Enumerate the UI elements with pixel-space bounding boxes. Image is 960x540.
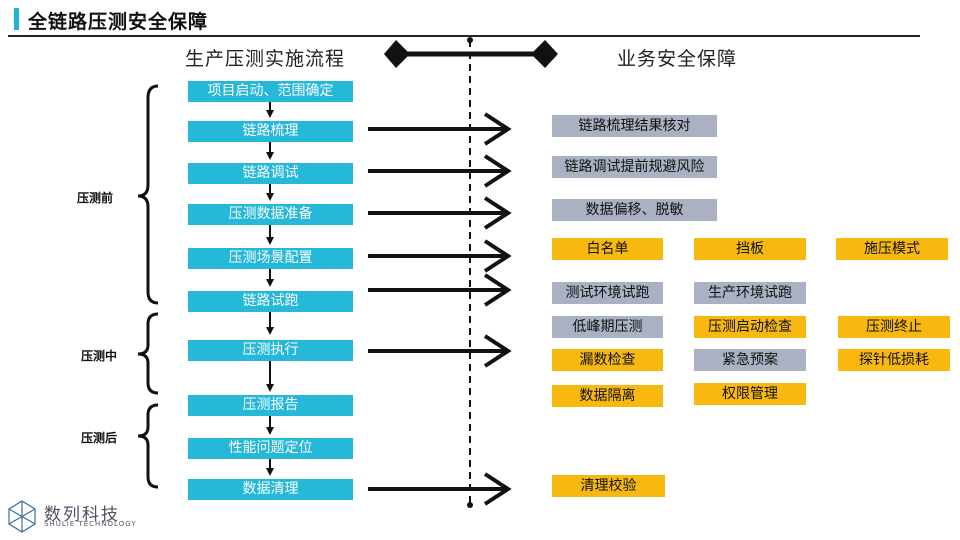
phase-label-after: 压测后: [81, 431, 118, 445]
title-divider: [8, 35, 920, 37]
security-arrows: [368, 112, 512, 506]
header-security: 业务安全保障: [617, 48, 738, 70]
tag-data-isolation: 数据隔离: [552, 385, 663, 407]
step-project-start: 项目启动、范围确定: [188, 81, 353, 102]
step-execute: 压测执行: [188, 340, 353, 361]
tag-terminate: 压测终止: [838, 316, 950, 338]
title-accent-bar: [14, 8, 19, 30]
step-link-debug: 链路调试: [188, 163, 353, 184]
tag-leak-check: 漏数检查: [552, 349, 663, 371]
step-link-review: 链路梳理: [188, 121, 353, 142]
tag-test-env-trial: 测试环境试跑: [552, 282, 663, 304]
phase-brackets: [137, 84, 159, 489]
tag-start-check: 压测启动检查: [694, 316, 806, 338]
phase-label-before: 压测前: [77, 191, 114, 205]
tag-data-masking: 数据偏移、脱敏: [552, 199, 717, 221]
step-data-prep: 压测数据准备: [188, 204, 353, 225]
tag-mock-baffle: 挡板: [694, 238, 806, 260]
logo-subtitle: SHULIE TECHNOLOGY: [44, 520, 137, 528]
step-data-cleanup: 数据清理: [188, 479, 353, 500]
page-title: 全链路压测安全保障: [28, 11, 209, 33]
logo-name: 数列科技: [44, 505, 120, 525]
step-trial-run: 链路试跑: [188, 291, 353, 312]
tag-whitelist: 白名单: [552, 238, 663, 260]
logo-mark: [8, 500, 36, 533]
tag-cleanup-verify: 清理校验: [552, 475, 665, 497]
header-process: 生产压测实施流程: [185, 48, 346, 70]
tag-permission-mgmt: 权限管理: [694, 383, 806, 405]
tag-emergency-plan: 紧急预案: [694, 349, 806, 371]
tag-prod-env-trial: 生产环境试跑: [694, 282, 806, 304]
step-report: 压测报告: [188, 395, 353, 416]
tag-debug-risk: 链路调试提前规避风险: [552, 156, 717, 178]
step-scenario-config: 压测场景配置: [188, 248, 353, 269]
tag-low-overhead-probe: 探针低损耗: [838, 349, 950, 371]
tag-review-check: 链路梳理结果核对: [552, 115, 717, 137]
tag-load-mode: 施压模式: [836, 238, 948, 260]
phase-label-during: 压测中: [81, 349, 118, 363]
step-issue-locate: 性能问题定位: [188, 438, 353, 459]
tag-off-peak: 低峰期压测: [552, 316, 663, 338]
